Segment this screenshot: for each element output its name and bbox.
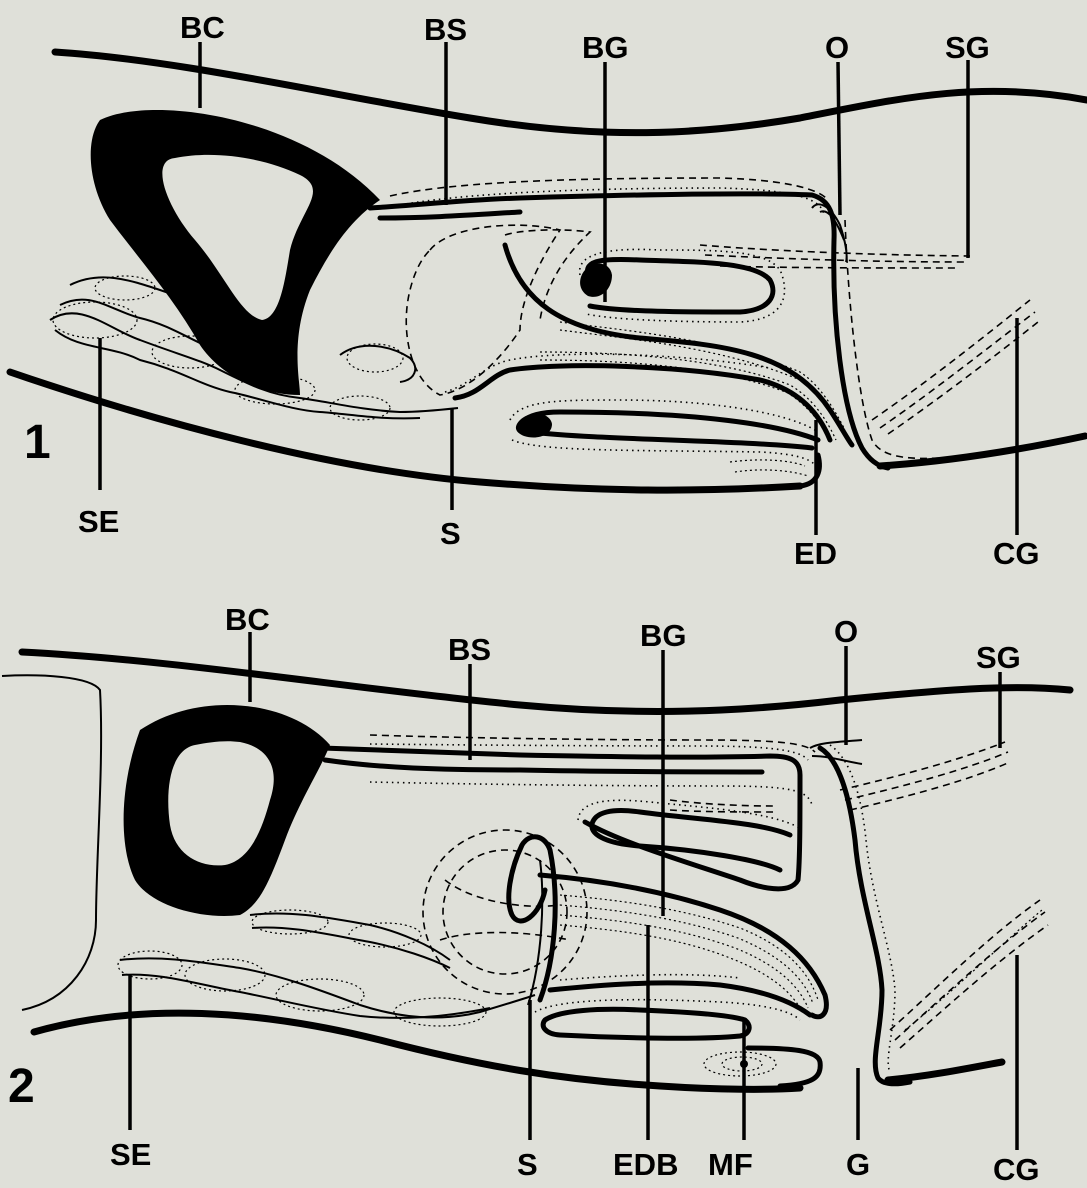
- fig2-seminal-arc: [440, 880, 570, 940]
- fig2-label-se: SE: [110, 1137, 151, 1172]
- fig1-lower-gland-loop: [522, 412, 818, 448]
- fig2-label-sg: SG: [976, 640, 1021, 675]
- fig2-left-outline: [2, 675, 101, 1010]
- fig2-oviduct: [810, 740, 862, 764]
- fig2-seminal-capsule-inner: [443, 850, 567, 974]
- fig1-sheath-posterior: [845, 220, 940, 458]
- fig1-number: 1: [24, 416, 51, 469]
- fig2-lower-gland-loop: [543, 1009, 749, 1038]
- fig2-bursa-copulatrix: [124, 705, 330, 916]
- fig1-lower-gland-tip: [516, 414, 552, 438]
- fig2-label-cg: CG: [993, 1152, 1040, 1187]
- fig2-bursal-duct-lower: [325, 760, 762, 772]
- fig2-label-mf: MF: [708, 1147, 753, 1182]
- figure-2: BC BS BG O SG SE S EDB MF G CG 2: [2, 602, 1070, 1187]
- fig2-ejaculatory-duct-bundle: [540, 875, 826, 1017]
- fig2-posterior-duct: [820, 748, 910, 1084]
- fig1-leader-o: [838, 62, 840, 215]
- fig1-label-ed: ED: [794, 536, 837, 571]
- fig2-label-bs: BS: [448, 632, 491, 667]
- fig2-ventral-body-wall: [34, 1013, 800, 1089]
- fig1-ventral-body-wall-rear: [880, 436, 1085, 466]
- fig2-label-g: G: [846, 1147, 870, 1182]
- fig1-label-se: SE: [78, 504, 119, 539]
- fig2-seminal-capsule: [423, 830, 587, 994]
- fig2-label-bc: BC: [225, 602, 270, 637]
- fig2-label-o: O: [834, 614, 858, 649]
- fig2-papilla: [748, 1048, 820, 1086]
- fig2-number: 2: [8, 1060, 35, 1113]
- fig2-label-s: S: [517, 1147, 538, 1182]
- fig1-label-bs: BS: [424, 12, 467, 47]
- fig2-mf-hatch: [704, 1052, 776, 1076]
- fig1-bursal-duct-lower: [380, 212, 520, 218]
- fig1-bursa-copulatrix: [91, 110, 380, 395]
- fig1-ventral-body-wall: [10, 372, 800, 490]
- fig1-cg-cord: [872, 300, 1038, 434]
- fig2-ventral-body-wall-rear: [888, 1062, 1002, 1080]
- fig2-label-edb: EDB: [613, 1147, 678, 1182]
- fig2-coiled-duct: [509, 837, 555, 1000]
- fig1-label-cg: CG: [993, 536, 1040, 571]
- figure-1: BC BS BG O SG SE S ED CG 1: [10, 10, 1087, 571]
- fig2-sheath-outer: [370, 735, 815, 752]
- fig2-coiled-duct-thin: [528, 860, 542, 1005]
- fig2-cg-cord: [890, 900, 1048, 1048]
- fig1-label-sg: SG: [945, 30, 990, 65]
- fig1-label-bg: BG: [582, 30, 629, 65]
- fig2-label-bg: BG: [640, 618, 687, 653]
- fig2-posterior-sheath: [830, 745, 895, 1072]
- fig2-dorsal-body-wall: [22, 652, 1070, 711]
- fig2-spermathecal-strands: [118, 910, 535, 1026]
- fig1-label-s: S: [440, 516, 461, 551]
- fig2-sheath-bottom: [370, 782, 812, 805]
- fig1-label-o: O: [825, 30, 849, 65]
- fig2-gland-loop-outline: [578, 800, 800, 828]
- fig1-label-bc: BC: [180, 10, 225, 45]
- fig1-terminal-hatch: [730, 460, 808, 476]
- fig1-gland-black-tip: [580, 264, 612, 297]
